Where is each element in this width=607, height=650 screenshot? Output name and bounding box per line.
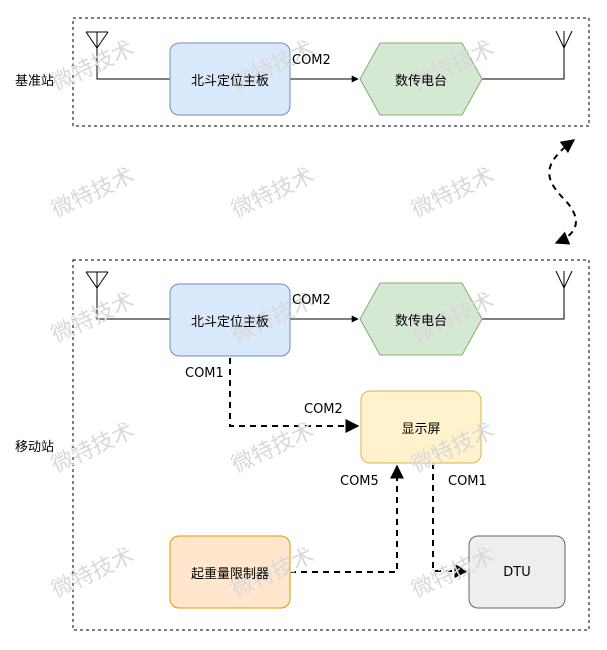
board-to-display-link: [229, 358, 360, 433]
antenna-icon: [85, 271, 170, 320]
display-box: [360, 390, 482, 464]
port-label-com1: COM1: [448, 474, 487, 489]
port-label-com2: COM2: [304, 402, 343, 417]
mobile-radio-label: 数传电台: [394, 313, 447, 329]
base-station-label: 基准站: [15, 74, 55, 89]
base-radio-hexagon: [359, 42, 483, 116]
base-board-label: 北斗定位主板: [190, 73, 269, 89]
base-station-container: [72, 17, 590, 127]
mobile-board-label: 北斗定位主板: [190, 314, 269, 330]
mobile-radio-hexagon: [359, 282, 483, 356]
limiter-label: 起重量限制器: [190, 566, 269, 582]
dtu-label: DTU: [503, 564, 531, 580]
limiter-box: [169, 535, 291, 609]
dtu-box: [468, 535, 566, 609]
port-label-com2: COM2: [292, 53, 331, 68]
antenna-icon: [482, 30, 573, 80]
antenna-icon: [85, 31, 170, 80]
base-radio-label: 数传电台: [394, 73, 447, 89]
mobile-board-box: [169, 283, 291, 357]
wireless-link: [548, 139, 577, 245]
display-label: 显示屏: [401, 421, 441, 437]
base-board-box: [169, 42, 291, 116]
antenna-icon: [482, 270, 573, 320]
mobile-station-container: [72, 259, 590, 631]
limiter-to-display-link: [290, 464, 404, 573]
port-label-com1: COM1: [185, 366, 224, 381]
port-label-com2: COM2: [292, 293, 331, 308]
display-to-dtu-link: [432, 463, 469, 578]
port-label-com5: COM5: [340, 474, 379, 489]
mobile-station-label: 移动站: [15, 440, 55, 455]
